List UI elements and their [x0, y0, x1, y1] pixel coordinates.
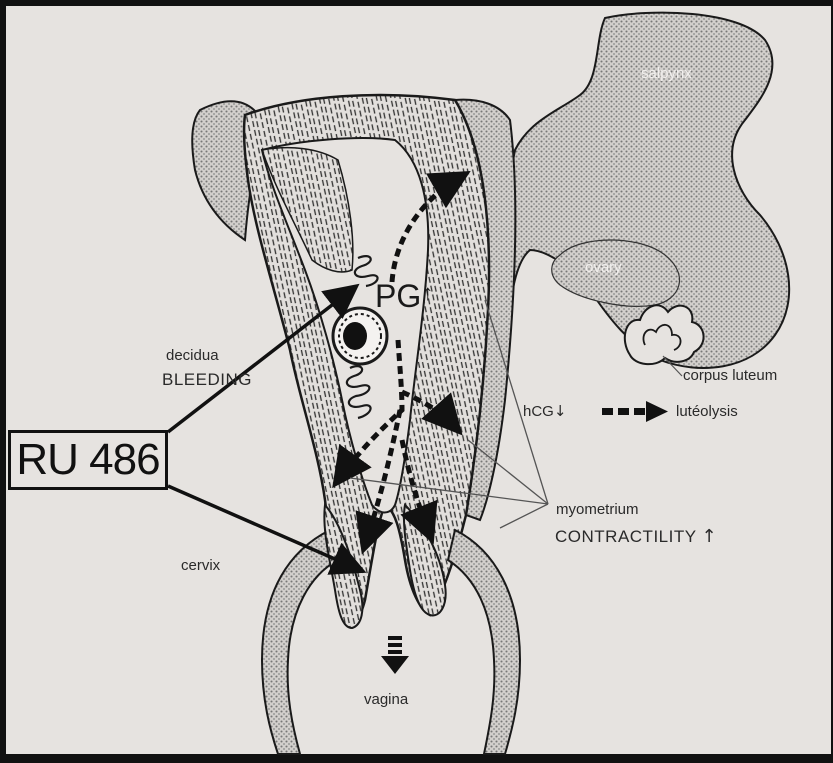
hcg-label: hCG [523, 403, 554, 420]
vagina-label: vagina [364, 692, 408, 707]
pg-up-arrow: ↑ [422, 280, 433, 306]
myometrium-label: myometrium [556, 502, 639, 517]
luteolysis-label: lutéolysis [676, 404, 738, 419]
ovary-label: ovary [585, 260, 622, 275]
contractility-label-group: CONTRACTILITY ↑ [555, 528, 717, 546]
embryo [343, 322, 367, 350]
pg-label: PG [375, 278, 421, 315]
contractility-up-arrow: ↑ [702, 526, 718, 547]
bleeding-label: BLEEDING [162, 371, 252, 388]
ru486-label: RU 486 [16, 435, 159, 485]
contractility-label: CONTRACTILITY [555, 527, 696, 546]
corpus-luteum-label: corpus luteum [683, 368, 777, 383]
hcg-label-group: hCG↓ [523, 404, 566, 419]
pg-label-group: PG ↑ [375, 278, 433, 315]
ru486-box: RU 486 [8, 430, 168, 490]
salpynx-label: salpynx [641, 66, 692, 81]
cervix-label: cervix [181, 558, 220, 573]
hcg-down-arrow: ↓ [554, 402, 567, 420]
decidua-label: decidua [166, 348, 219, 363]
